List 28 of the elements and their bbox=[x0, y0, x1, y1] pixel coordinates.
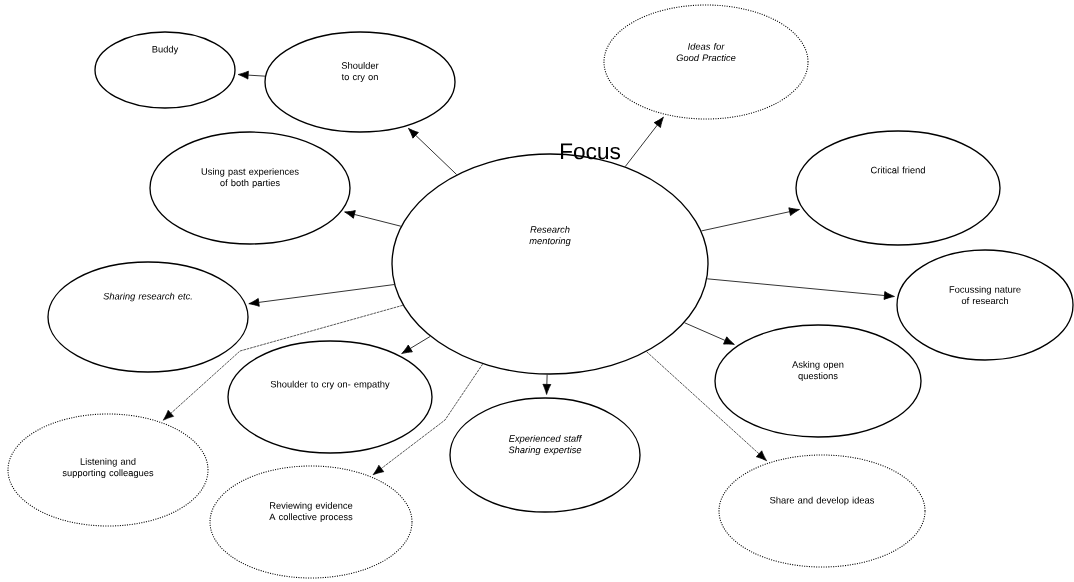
node-label: Research mentoring bbox=[529, 226, 571, 247]
node-label: Focussing nature of research bbox=[949, 285, 1021, 305]
arrow bbox=[372, 363, 483, 476]
arrow bbox=[408, 127, 457, 175]
arrow bbox=[646, 351, 768, 462]
node-label: Buddy bbox=[152, 45, 179, 55]
arrow bbox=[706, 278, 895, 300]
node-label: Sharing research etc. bbox=[103, 292, 192, 302]
arrow bbox=[684, 322, 735, 345]
arrow bbox=[624, 116, 664, 167]
node-label: Ideas for Good Practice bbox=[676, 42, 736, 62]
node-label: Asking open questions bbox=[792, 361, 844, 382]
node-label: Share and develop ideas bbox=[770, 496, 875, 506]
node-label: Critical friend bbox=[871, 166, 925, 174]
arrow bbox=[248, 284, 395, 307]
arrow bbox=[237, 70, 266, 80]
arrow bbox=[542, 374, 552, 395]
node-label: Listening and supporting colleagues bbox=[62, 458, 154, 479]
arrow bbox=[401, 336, 431, 355]
arrow bbox=[701, 207, 800, 232]
node-label: Using past experiences of both parties bbox=[201, 168, 299, 189]
arrow bbox=[344, 210, 402, 227]
node-label: Shoulder to cry on bbox=[341, 62, 379, 83]
heading: Focus bbox=[561, 143, 621, 160]
node-label: Reviewing evidence A collective process bbox=[269, 502, 353, 523]
node-label: Experienced staff Sharing expertise bbox=[508, 435, 583, 456]
arrow bbox=[162, 304, 404, 421]
node-label: Shoulder to cry on- empathy bbox=[270, 380, 390, 390]
